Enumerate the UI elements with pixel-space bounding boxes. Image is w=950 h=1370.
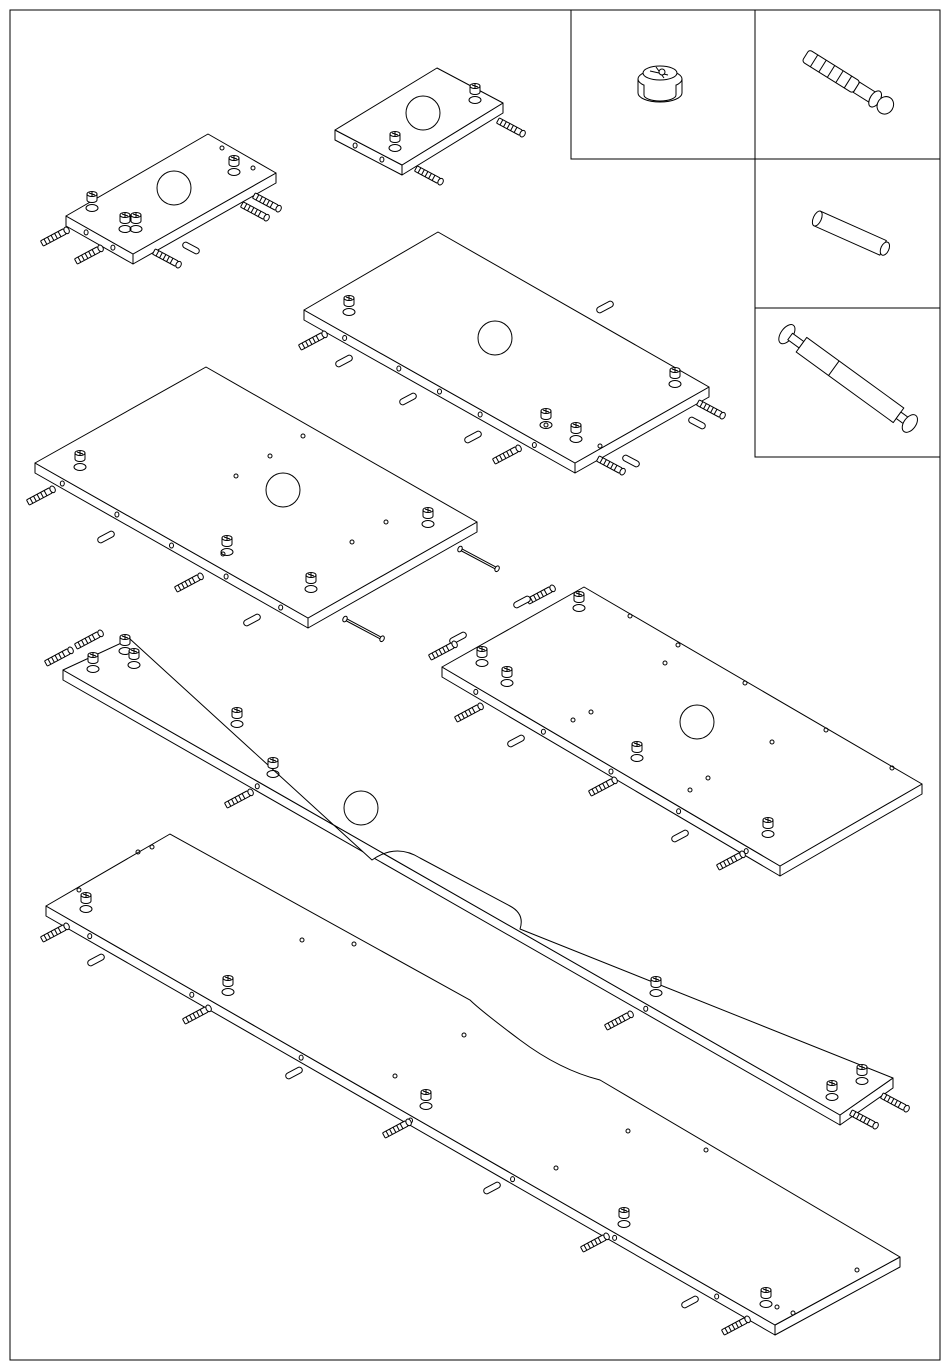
cam-bolt-dowel <box>721 1315 751 1335</box>
cam-bolt-dowel <box>604 1010 634 1030</box>
cam-lock-icon <box>638 66 682 102</box>
cam-bolt-dowel <box>44 646 74 666</box>
panel-mid-upper <box>304 232 709 473</box>
wooden-dowel <box>335 354 354 368</box>
wooden-dowel <box>513 595 532 609</box>
cam-bolt-dowel <box>26 485 56 505</box>
wooden-dowel <box>285 1066 304 1080</box>
wooden-dowel <box>681 1295 700 1309</box>
panel-large-left <box>35 367 477 628</box>
panel-top-face <box>442 587 922 866</box>
cam-bolt-dowel <box>174 572 204 592</box>
cam-bolt-dowel <box>454 702 484 722</box>
cam-socket <box>231 721 243 728</box>
cam-bolt-dowel <box>596 455 626 475</box>
cam-bolt-dowel <box>428 640 458 660</box>
wooden-dowel <box>507 734 526 748</box>
connector-bolt <box>457 545 500 572</box>
cam-bolt-dowel <box>716 850 746 870</box>
cam-bolt-dowel <box>74 629 104 649</box>
wooden-dowel <box>464 430 483 444</box>
wooden-dowel <box>399 392 418 406</box>
wooden-dowel <box>671 829 690 843</box>
cam-bolt-dowel <box>382 1118 412 1138</box>
wooden-dowel <box>243 613 262 627</box>
panel-top-face <box>35 367 477 618</box>
wooden-dowel <box>97 530 116 544</box>
cam-bolt-dowel <box>40 922 70 942</box>
wooden-dowel <box>87 953 106 967</box>
wooden-dowel <box>182 241 201 255</box>
cam-bolt-dowel <box>526 584 556 604</box>
wooden-dowel <box>483 1181 502 1195</box>
cam-lock-fitting <box>231 708 243 728</box>
cam-bolt-dowel <box>880 1092 910 1112</box>
wooden-dowel <box>622 454 641 468</box>
cam-bolt-dowel <box>588 776 618 796</box>
cam-bolt-dowel <box>152 248 182 268</box>
connector-bolt <box>342 615 385 642</box>
wooden-dowel <box>596 300 615 314</box>
wooden-dowel-icon <box>810 210 891 258</box>
cam-bolt-dowel <box>849 1109 879 1129</box>
cam-bolt-dowel <box>298 330 328 350</box>
cam-bolt-dowel <box>182 1004 212 1024</box>
cam-bolt-dowel <box>74 244 104 264</box>
cam-bolt-dowel <box>496 117 526 137</box>
cam-bolt-dowel <box>696 399 726 419</box>
connector-bolt-icon <box>776 322 922 436</box>
wooden-dowel <box>688 416 707 430</box>
panel-cutout-hole <box>344 791 378 825</box>
cam-bolt-dowel <box>580 1232 610 1252</box>
cam-bolt-dowel <box>492 444 522 464</box>
cam-bolt-dowel <box>414 165 444 185</box>
cam-bolt-icon <box>801 48 897 117</box>
cam-bolt-dowel <box>224 788 254 808</box>
cam-bolt-dowel <box>40 226 70 246</box>
